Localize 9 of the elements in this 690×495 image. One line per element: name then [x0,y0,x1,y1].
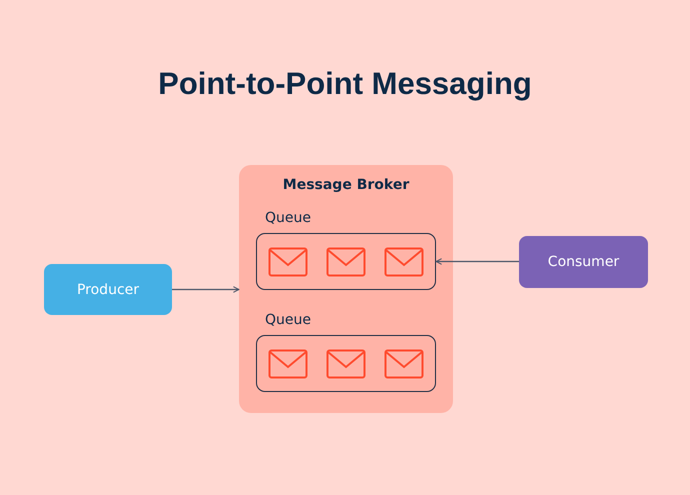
diagram-title: Point-to-Point Messaging [157,66,533,102]
producer-box: Producer [44,264,172,315]
container-title: Message Broker [282,177,410,193]
queue-label: Queue [265,210,311,226]
arrow [172,286,240,293]
consumer-box: Consumer [519,236,648,288]
broker-container [239,165,453,413]
arrow [436,258,519,265]
queue-label: Queue [265,312,311,328]
